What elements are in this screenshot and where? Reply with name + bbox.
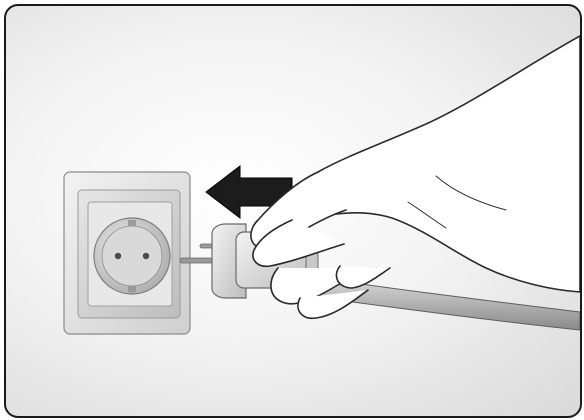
illustration-frame bbox=[4, 4, 582, 418]
illustration-canvas bbox=[6, 6, 580, 416]
wall-socket-icon bbox=[64, 172, 190, 334]
hand-icon bbox=[251, 36, 580, 318]
